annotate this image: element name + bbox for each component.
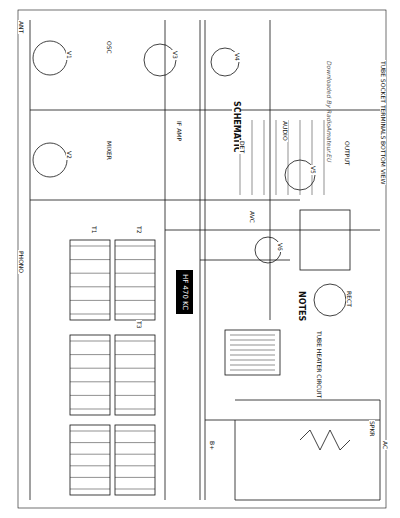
switch-wire bbox=[70, 341, 110, 342]
schematic-label: V1 bbox=[66, 50, 72, 60]
schematic-label: TUBE SOCKET TERMINALS BOTTOM VIEW bbox=[380, 60, 386, 185]
switch-wire bbox=[70, 465, 110, 466]
wire bbox=[276, 120, 277, 195]
switch-wire bbox=[115, 286, 155, 287]
switch-wire bbox=[70, 286, 110, 287]
schematic-label: V5 bbox=[310, 165, 316, 175]
schematic-label: V4 bbox=[234, 52, 240, 62]
switch-wire bbox=[115, 442, 155, 443]
switch-wire bbox=[70, 431, 110, 432]
schematic-label: RECT bbox=[346, 290, 352, 308]
schematic-label: V3 bbox=[172, 50, 178, 60]
schematic-label: T2 bbox=[136, 225, 142, 234]
schematic-label: V2 bbox=[66, 150, 72, 160]
switch-wire bbox=[70, 259, 110, 260]
terminal-strip bbox=[230, 350, 275, 351]
schematic-label: AVC bbox=[249, 210, 255, 224]
switch-wire bbox=[115, 477, 155, 478]
schematic-label: IF AMP bbox=[176, 120, 182, 142]
switch-wire bbox=[70, 395, 110, 396]
switch-wire bbox=[70, 368, 110, 369]
switch-wire bbox=[115, 489, 155, 490]
switch-wire bbox=[115, 454, 155, 455]
schematic-label: MIXER bbox=[106, 140, 112, 161]
terminal-strip bbox=[230, 345, 275, 346]
schematic-label: AUDIO bbox=[282, 120, 288, 142]
switch-wire bbox=[115, 259, 155, 260]
terminal-block bbox=[225, 330, 280, 375]
schematic-label: OUTPUT bbox=[344, 140, 350, 166]
switch-wire bbox=[70, 273, 110, 274]
switch-wire bbox=[70, 454, 110, 455]
tube-symbol bbox=[33, 41, 346, 316]
wire bbox=[312, 120, 313, 195]
switch-wire bbox=[70, 442, 110, 443]
switch-wire bbox=[115, 341, 155, 342]
switch-wire bbox=[70, 409, 110, 410]
switch-wire bbox=[115, 409, 155, 410]
schematic-label: V6 bbox=[277, 242, 283, 252]
switch-wire bbox=[70, 314, 110, 315]
schematic-label: T1 bbox=[91, 225, 97, 234]
wire bbox=[300, 120, 301, 195]
schematic-label: Downloaded By RadioAmateur.EU bbox=[326, 60, 332, 163]
schematic-label: DET bbox=[239, 140, 245, 154]
switch-wire bbox=[70, 477, 110, 478]
switch-wire bbox=[115, 395, 155, 396]
coil-bank bbox=[70, 240, 155, 495]
switch-wire bbox=[70, 381, 110, 382]
terminal-strip bbox=[230, 335, 275, 336]
wire bbox=[264, 120, 265, 195]
schematic-label: SPKR bbox=[369, 420, 375, 438]
switch-wire bbox=[115, 314, 155, 315]
terminal-strip bbox=[230, 360, 275, 361]
box-label: HF 470 KC bbox=[180, 274, 188, 310]
switch-wire bbox=[115, 465, 155, 466]
terminal-strip bbox=[230, 355, 275, 356]
schematic-label: TUBE HEATER CIRCUIT bbox=[316, 330, 322, 399]
schematic-label: NOTES bbox=[297, 290, 305, 322]
switch-wire bbox=[115, 246, 155, 247]
schematic-label: ANT bbox=[18, 20, 24, 34]
switch-wire bbox=[70, 354, 110, 355]
terminal-strip bbox=[230, 370, 275, 371]
switch-wire bbox=[70, 246, 110, 247]
switch-wire bbox=[115, 368, 155, 369]
schematic-label: OSC bbox=[106, 40, 112, 55]
wire bbox=[252, 120, 253, 195]
tube-socket-view bbox=[300, 210, 350, 270]
schematic-label: T3 bbox=[136, 320, 142, 329]
terminal-strip bbox=[230, 340, 275, 341]
page-frame bbox=[18, 10, 386, 508]
schematic-label: AC bbox=[382, 440, 388, 450]
switch-wire bbox=[115, 300, 155, 301]
switch-wire bbox=[70, 489, 110, 490]
highlight-box: HF 470 KC bbox=[176, 270, 193, 314]
schematic-label: B+ bbox=[209, 440, 215, 451]
terminal-strip bbox=[230, 365, 275, 366]
switch-wire bbox=[115, 354, 155, 355]
switch-wire bbox=[70, 300, 110, 301]
schematic-label: PHONO bbox=[18, 250, 24, 274]
switch-wire bbox=[115, 381, 155, 382]
switch-wire bbox=[115, 431, 155, 432]
wire bbox=[30, 20, 380, 500]
switch-wire bbox=[115, 273, 155, 274]
wire bbox=[324, 120, 325, 195]
